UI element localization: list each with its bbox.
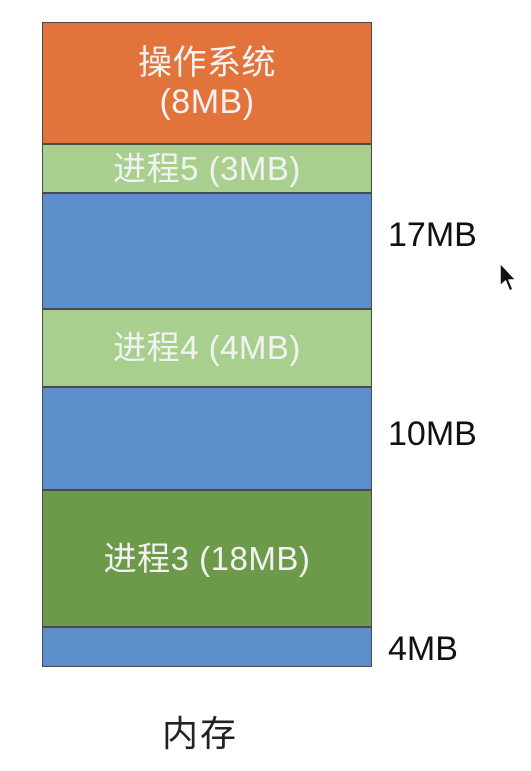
process-3-label: 进程3 (18MB) — [103, 539, 311, 577]
process-4-block: 进程4 (4MB) — [42, 309, 372, 387]
free-size-label-4mb: 4MB — [388, 630, 458, 668]
memory-diagram: 操作系统 (8MB) 进程5 (3MB) 进程4 (4MB) 进程3 (18MB… — [42, 22, 372, 667]
free-size-label-10mb: 10MB — [388, 415, 477, 453]
process-5-block: 进程5 (3MB) — [42, 144, 372, 193]
free-block-4mb — [42, 627, 372, 667]
process-3-block: 进程3 (18MB) — [42, 490, 372, 627]
mouse-pointer-icon — [499, 262, 517, 292]
free-size-label-17mb: 17MB — [388, 216, 477, 254]
free-block-17mb — [42, 193, 372, 309]
os-block: 操作系统 (8MB) — [42, 22, 372, 144]
process-5-label: 进程5 (3MB) — [113, 149, 301, 187]
memory-caption: 内存 — [162, 713, 239, 754]
process-4-label: 进程4 (4MB) — [113, 329, 301, 367]
free-block-10mb — [42, 387, 372, 490]
os-block-title: 操作系统 — [138, 43, 276, 82]
os-block-size: (8MB) — [159, 83, 255, 121]
